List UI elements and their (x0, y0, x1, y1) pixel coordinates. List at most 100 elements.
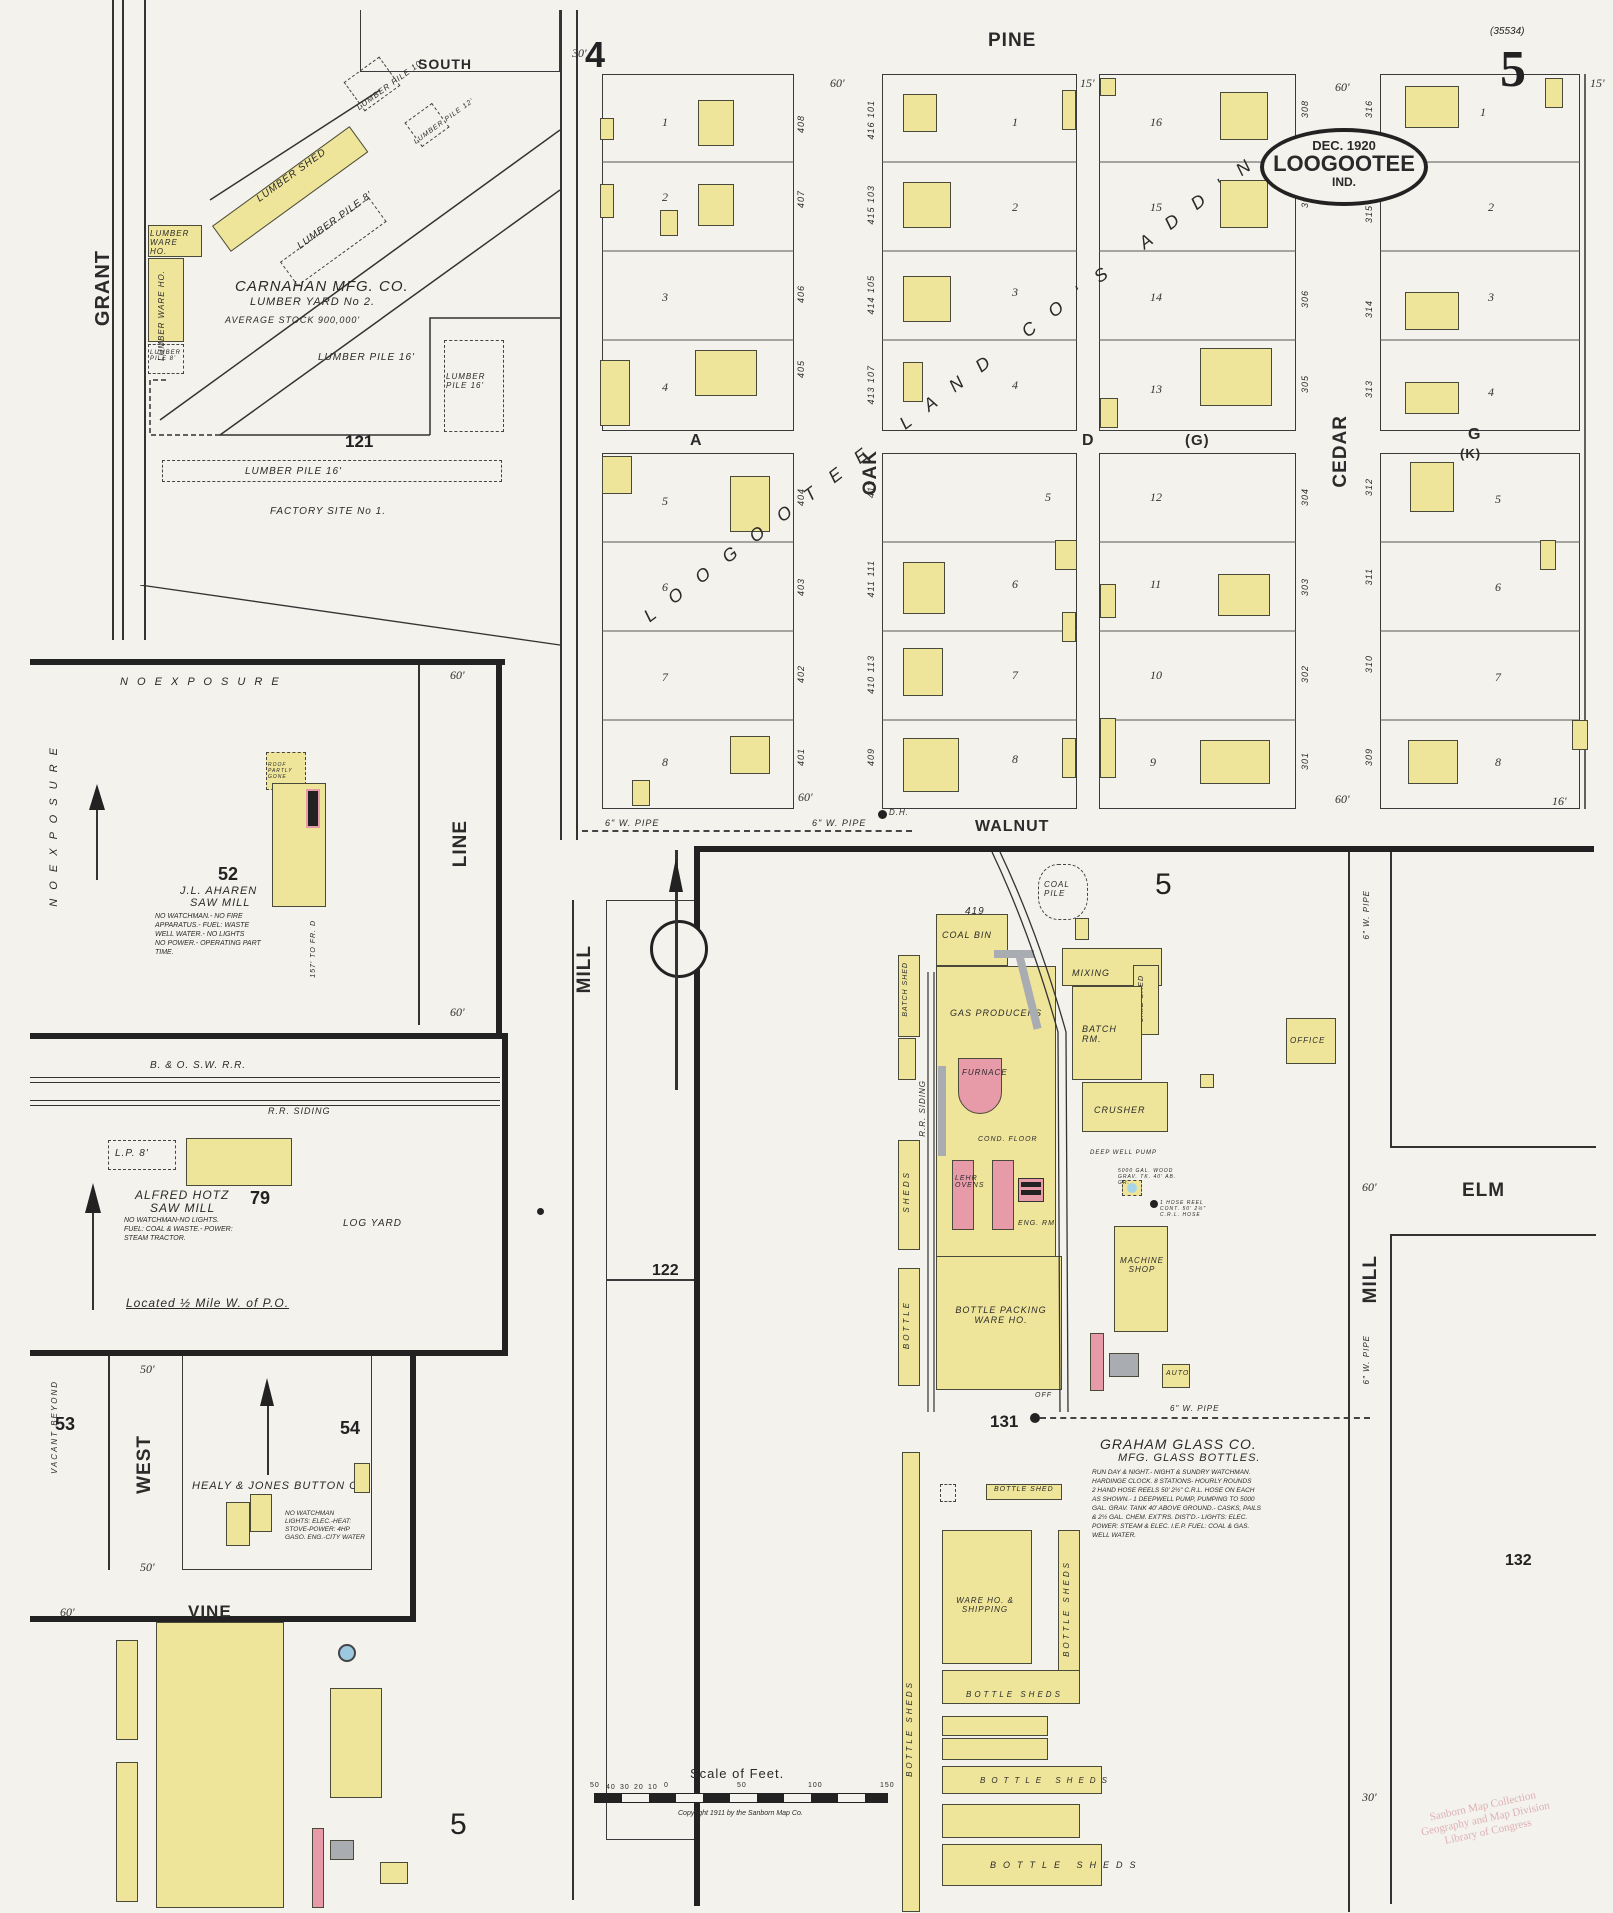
block-number-54: 54 (340, 1418, 361, 1438)
bottle-sheds-label: BOTTLE SHEDS (905, 1680, 914, 1777)
dimension-30: 30' (572, 46, 587, 60)
water-pipe-label: 6" W. PIPE (1170, 1404, 1220, 1413)
street-edge (1390, 1234, 1596, 1236)
block-number-79: 79 (250, 1188, 271, 1208)
dwelling (1218, 574, 1270, 616)
dimension-60: 60' (1335, 80, 1350, 94)
arrow-shaft (92, 1200, 94, 1310)
dwelling (1405, 86, 1459, 128)
library-stamp: Sanborn Map Collection Geography and Map… (1420, 1789, 1551, 1847)
outbuilding (1200, 1074, 1214, 1088)
south-street-block (360, 10, 560, 72)
house-number: 308 (1300, 100, 1310, 119)
subdivision-d: D (1082, 432, 1095, 449)
house-number: 415 103 (866, 185, 876, 225)
outbuilding (1055, 540, 1077, 570)
dimension-60: 60' (450, 668, 465, 682)
water-tank-icon (1122, 1180, 1142, 1196)
lot-number: 4 (1488, 385, 1494, 399)
map-border (30, 659, 505, 665)
batch-shed-label: BATCH SHED (902, 962, 909, 1017)
bottle-shed (898, 1268, 920, 1386)
lumber-pile-16c-label: LUMBER PILE 16' (245, 466, 342, 477)
block-number-131: 131 (990, 1412, 1019, 1431)
lot-number: 9 (1150, 755, 1156, 769)
scale-tick: 50 (737, 1782, 747, 1789)
aharen-name: J.L. AHAREN (180, 885, 258, 897)
block-54 (182, 1356, 372, 1570)
outbuilding (1540, 540, 1556, 570)
street-label-walnut: WALNUT (975, 818, 1050, 835)
auto-garage (1162, 1364, 1190, 1388)
lot-number: 8 (1012, 752, 1018, 766)
bottle-packing-label: BOTTLE PACKING WARE HO. (955, 1305, 1047, 1325)
hose-reel-label: 1 HOSE REEL CONT. 50' 2½" C.R.L. HOSE (1160, 1200, 1207, 1218)
scale-tick: 40 (606, 1784, 616, 1791)
house-number: 404 (796, 488, 806, 507)
water-pipe-label: 6" W. PIPE (605, 818, 660, 828)
house-number: 416 101 (866, 100, 876, 140)
street-edge (144, 0, 146, 640)
block-number-121: 121 (345, 432, 374, 451)
house-number: 412 (866, 480, 876, 499)
hotz-saw-mill (186, 1138, 292, 1186)
dwelling (903, 738, 959, 792)
hotz-notes: NO WATCHMAN-NO LIGHTS. FUEL: COAL & WAST… (124, 1217, 233, 1242)
lot-number: 5 (662, 494, 668, 508)
street-edge (1390, 1234, 1392, 1904)
outbuilding (1100, 718, 1116, 778)
dwelling (903, 562, 945, 614)
sheds-label: SHEDS (902, 1170, 911, 1213)
dwelling (903, 648, 943, 696)
dimension-60: 60' (450, 1005, 465, 1019)
street-label-line: LINE (450, 820, 471, 868)
subdivision-g-paren: (G) (1185, 432, 1210, 449)
house-number: 405 (796, 360, 806, 379)
house-number: 413 107 (866, 365, 876, 405)
scale-bar (594, 1793, 888, 1803)
north-arrow-icon (89, 784, 105, 810)
carnahan-name: CARNAHAN MFG. CO. (235, 278, 409, 295)
no-exposure-top: N O E X P O S U R E (120, 676, 282, 688)
outbuilding (602, 456, 632, 494)
lot-number: 14 (1150, 290, 1162, 304)
compass-north-icon (669, 858, 683, 892)
subdivision-g: G (1468, 426, 1482, 443)
office-label: OFFICE (1290, 1036, 1326, 1045)
railroad-line (30, 1082, 500, 1083)
scale-tick: 50 (590, 1782, 600, 1789)
healy-notes: NO WATCHMAN LIGHTS: ELEC.-HEAT: STOVE-PO… (285, 1510, 365, 1541)
crusher (1082, 1082, 1168, 1132)
hotz-type: SAW MILL (150, 1201, 216, 1215)
building (156, 1622, 284, 1908)
outbuilding (1100, 398, 1118, 428)
lot-number: 7 (1012, 668, 1018, 682)
dimension-16: 16' (1552, 794, 1567, 808)
lot-number: 12 (1150, 490, 1162, 504)
lot-number: 4 (1012, 378, 1018, 392)
railroad-line (30, 1100, 500, 1101)
dimension-60: 60' (798, 790, 813, 804)
index-code: (35534) (1490, 26, 1525, 37)
lot-number: 6 (1495, 580, 1501, 594)
lot-number: 2 (662, 190, 668, 204)
dwelling (730, 736, 770, 774)
outbuilding (1062, 738, 1076, 778)
street-label-pine: PINE (988, 30, 1037, 51)
block-number-52: 52 (218, 864, 239, 884)
rr-siding-label: R.R. SIDING (918, 1080, 927, 1137)
subdivision-k-paren: (K) (1460, 446, 1482, 461)
off-label: OFF (1035, 1392, 1052, 1399)
outbuilding (632, 780, 650, 806)
dwelling (1405, 382, 1459, 414)
map-border (30, 1616, 416, 1622)
dimension-15: 15' (1080, 76, 1095, 90)
house-number: 301 (1300, 752, 1310, 771)
house-number: 409 (866, 748, 876, 767)
office (1286, 1018, 1336, 1064)
lot-number: 15 (1150, 200, 1162, 214)
dimension-30: 30' (1362, 1790, 1377, 1804)
street-edge (1348, 852, 1350, 1912)
aharen-type: SAW MILL (190, 897, 251, 909)
north-arrow-icon (260, 1378, 274, 1406)
